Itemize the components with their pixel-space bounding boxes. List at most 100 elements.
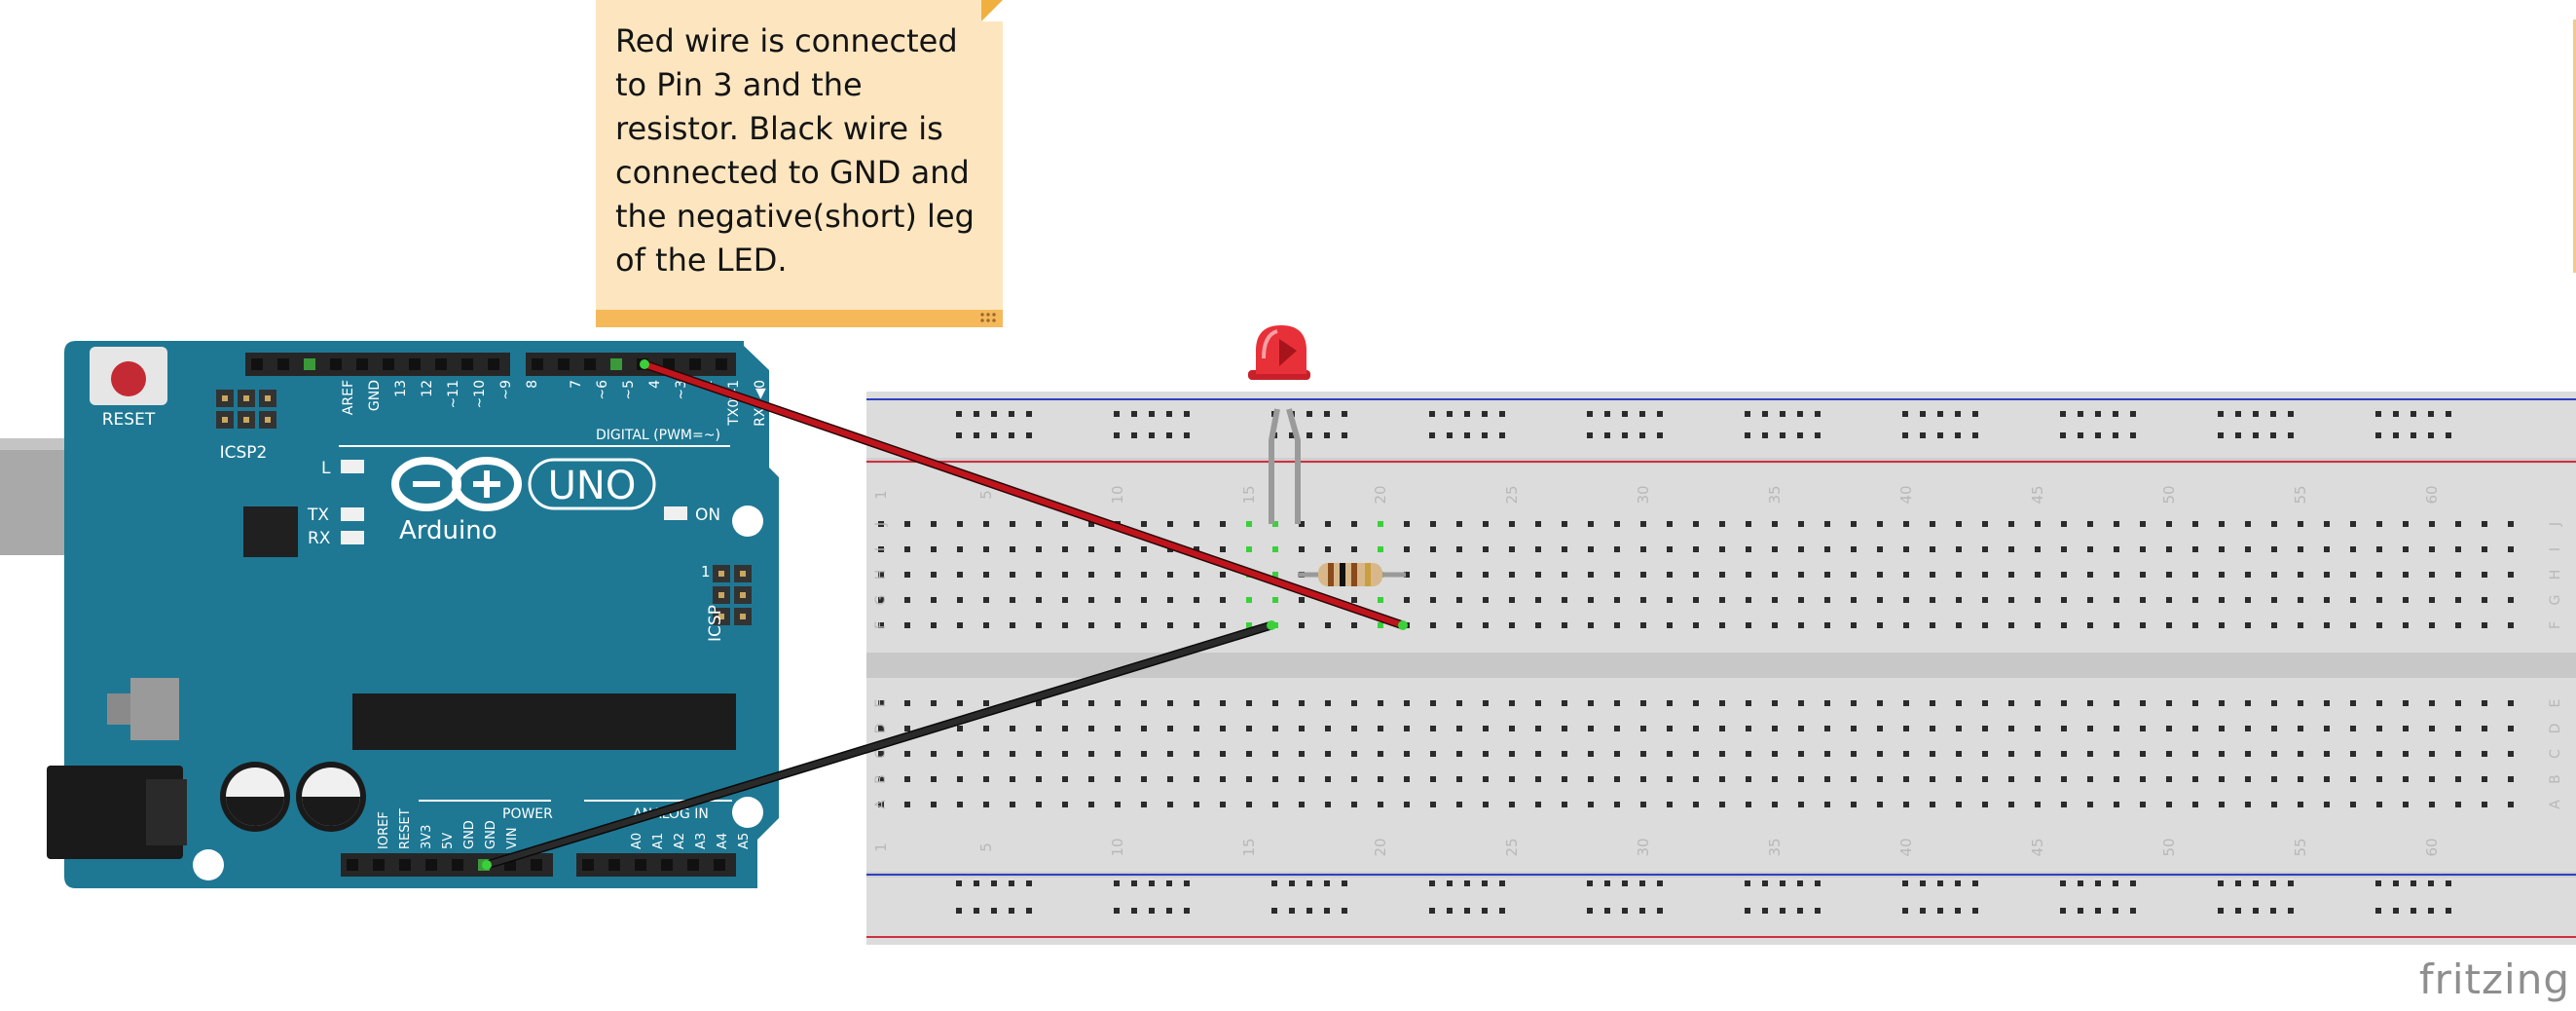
breadboard-hole — [2298, 802, 2303, 807]
breadboard-hole — [1010, 726, 1015, 731]
breadboard-hole — [1115, 700, 1121, 706]
arduino-board — [64, 341, 779, 888]
breadboard-hole — [2508, 622, 2514, 628]
rail-hole — [1972, 880, 1978, 886]
column-number: 35 — [1766, 838, 1784, 856]
breadboard-hole — [2429, 726, 2435, 731]
rail-hole — [2270, 411, 2276, 417]
rail-hole — [1166, 880, 1172, 886]
column-number: 20 — [1372, 485, 1389, 504]
rail-hole — [1009, 908, 1014, 914]
breadboard-hole — [2350, 802, 2356, 807]
rail-hole — [2235, 411, 2241, 417]
breadboard-hole — [1272, 751, 1278, 757]
row-letter: H — [873, 570, 889, 580]
red-wire-end — [1398, 620, 1408, 630]
breadboard-hole — [1930, 622, 1935, 628]
breadboard-hole — [2008, 802, 2014, 807]
breadboard-hole — [2061, 546, 2067, 552]
breadboard-hole — [2455, 802, 2461, 807]
sticky-note[interactable]: Red wire is connected to Pin 3 and the r… — [596, 0, 1003, 327]
note-resize-handle[interactable] — [979, 312, 997, 323]
column-number: 10 — [1109, 838, 1126, 856]
black-wire-end — [482, 860, 492, 870]
breadboard-hole — [1824, 726, 1830, 731]
breadboard-hole — [1798, 546, 1804, 552]
breadboard-hole — [2482, 751, 2487, 757]
breadboard-hole — [1798, 597, 1804, 603]
breadboard-hole — [2140, 521, 2146, 527]
breadboard-hole — [957, 597, 963, 603]
row-letter: G — [873, 595, 889, 606]
breadboard-hole — [1982, 726, 1988, 731]
breadboard-hole — [1877, 546, 1883, 552]
breadboard-hole — [1798, 521, 1804, 527]
breadboard-hole — [1588, 597, 1594, 603]
header-socket — [435, 358, 447, 370]
column-number: 10 — [1109, 485, 1126, 504]
note-line: Red wire is connected — [615, 22, 958, 59]
breadboard-hole — [2508, 546, 2514, 552]
breadboard-hole — [1719, 546, 1725, 552]
breadboard-hole — [1378, 597, 1383, 603]
header-socket — [356, 358, 368, 370]
breadboard-hole — [2482, 597, 2487, 603]
breadboard-hole — [1272, 546, 1278, 552]
breadboard-hole — [2087, 751, 2093, 757]
breadboard-hole — [1509, 546, 1515, 552]
breadboard-hole — [2061, 776, 2067, 782]
header-socket — [373, 859, 385, 871]
breadboard-hole — [2166, 597, 2172, 603]
breadboard-hole — [2035, 521, 2041, 527]
column-number: 40 — [1897, 838, 1915, 856]
rail-hole — [2428, 411, 2434, 417]
breadboard-hole — [2245, 572, 2251, 578]
breadboard-hole — [1588, 546, 1594, 552]
breadboard-hole — [2403, 546, 2409, 552]
breadboard-hole — [1798, 751, 1804, 757]
breadboard-hole — [2061, 700, 2067, 706]
rail-hole — [1780, 432, 1785, 438]
breadboard-hole — [1614, 546, 1620, 552]
breadboard-hole — [878, 726, 884, 731]
breadboard-hole — [1220, 700, 1226, 706]
breadboard-hole — [2429, 572, 2435, 578]
breadboard-hole — [2403, 572, 2409, 578]
breadboard-hole — [1640, 622, 1646, 628]
led-on-label: ON — [695, 506, 720, 525]
breadboard-hole — [2298, 546, 2303, 552]
breadboard-hole — [931, 597, 937, 603]
breadboard-hole — [1772, 802, 1778, 807]
breadboard-hole — [878, 802, 884, 807]
rail-hole — [1762, 432, 1768, 438]
breadboard-hole — [983, 776, 989, 782]
breadboard-hole — [1719, 776, 1725, 782]
rail-hole — [2446, 411, 2451, 417]
rail-hole — [1149, 908, 1155, 914]
breadboard-hole — [1509, 572, 1515, 578]
rail-hole — [1622, 880, 1628, 886]
breadboard-hole — [1667, 776, 1673, 782]
note-line: connected to GND and — [615, 154, 970, 191]
breadboard-hole — [2508, 700, 2514, 706]
breadboard-hole — [1167, 726, 1173, 731]
breadboard-hole — [1010, 546, 1015, 552]
breadboard-hole — [1640, 521, 1646, 527]
breadboard-hole — [1194, 726, 1199, 731]
breadboard-hole — [1982, 572, 1988, 578]
breadboard-hole — [2376, 521, 2382, 527]
rail-hole — [1114, 411, 1120, 417]
breadboard-hole — [1982, 776, 1988, 782]
breadboard-hole — [1141, 802, 1147, 807]
breadboard-hole — [2350, 726, 2356, 731]
rail-hole — [1587, 908, 1593, 914]
breadboard-hole — [1930, 597, 1935, 603]
breadboard-hole — [2298, 597, 2303, 603]
rail-hole — [1797, 908, 1803, 914]
breadboard-hole — [957, 776, 963, 782]
resistor-band — [1340, 563, 1345, 586]
breadboard-hole — [1851, 546, 1857, 552]
black-wire-end — [1267, 620, 1276, 630]
breadboard-hole — [2192, 802, 2198, 807]
icsp2-label: ICSP2 — [220, 443, 268, 463]
